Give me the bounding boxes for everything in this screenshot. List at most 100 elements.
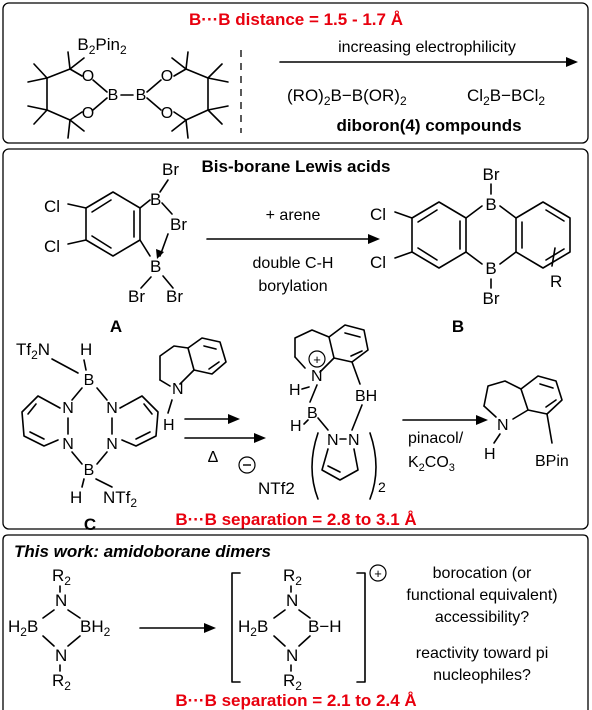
atom-o: O [82, 105, 94, 122]
atom-n: N [497, 417, 509, 434]
substituent-r2: R2 [52, 671, 71, 693]
reagent-k2co3: K2CO3 [408, 454, 455, 474]
heat-symbol: Δ [208, 449, 219, 466]
atom-b: B [150, 190, 161, 209]
atom-h: H [80, 340, 92, 359]
substituent-bpin: BPin [535, 453, 569, 470]
plus-charge: + [313, 352, 321, 367]
atom-cl: Cl [370, 253, 386, 272]
counterion-ntf2: NTf2 [258, 479, 295, 498]
atom-b: B [84, 372, 95, 389]
substituent-r2: R2 [283, 671, 302, 693]
atom-b: B [84, 462, 95, 479]
reaction-arrow-cation [139, 623, 216, 633]
substituent-r2: R2 [283, 566, 302, 588]
atom-h: H [290, 418, 302, 435]
atom-b: B [150, 257, 161, 276]
atom-br: Br [170, 215, 187, 234]
b2pin2-structure: O O B B O O [27, 51, 229, 139]
product-structure: N H BPin [483, 375, 569, 470]
question-borocation-3: accessibility? [435, 609, 529, 626]
question-pi-1: reactivity toward pi [416, 645, 549, 662]
atom-n: N [55, 591, 67, 610]
atom-h2b: H2B [238, 617, 268, 639]
atom-b-h: B−H [308, 617, 342, 636]
reaction-arrow-pinacol [402, 415, 488, 425]
atom-cl: Cl [370, 205, 386, 224]
atom-n: N [286, 646, 298, 665]
atom-n: N [172, 381, 184, 398]
indoline-structure: N H [159, 337, 227, 434]
atom-n: N [106, 436, 118, 453]
panel-amidoborane [2, 534, 589, 710]
atom-n: N [286, 591, 298, 610]
atom-b: B [108, 87, 119, 104]
atom-bh: BH [355, 388, 377, 405]
atom-br: Br [483, 165, 500, 184]
panel2-footer: B···B separation = 2.8 to 3.1 Å [175, 510, 416, 529]
panel2-title: Bis-borane Lewis acids [202, 157, 391, 176]
atom-br: Br [483, 289, 500, 308]
b2pin2-label: B2Pin2 [77, 35, 127, 57]
amidoborane-cation: R2 N H2B B−H N R2 [231, 566, 366, 693]
atom-h: H [484, 446, 496, 463]
atom-b: B [136, 87, 147, 104]
atom-cl: Cl [44, 237, 60, 256]
atom-cl: Cl [44, 197, 60, 216]
atom-br: Br [128, 287, 145, 306]
electrophilicity-label: increasing electrophilicity [338, 39, 516, 56]
diboron-caption: diboron(4) compounds [336, 116, 521, 135]
atom-n: N [62, 436, 74, 453]
intermediate-structure: N + BH H B H N N [289, 324, 377, 500]
plus-sign: + [374, 566, 382, 581]
reagent-pinacol: pinacol/ [408, 430, 464, 447]
substituent-ntf2: Tf2N [16, 340, 50, 362]
label-b: B [452, 317, 464, 336]
substituent-r: R [550, 272, 562, 291]
atom-n-plus: N [311, 368, 323, 385]
reaction-arrow-borylation [206, 234, 380, 244]
atom-n: N [62, 400, 74, 417]
atom-b: B [485, 259, 496, 278]
compound-boronate-ester: (RO)2B−B(OR)2 [287, 86, 407, 108]
condition-borylation: borylation [258, 278, 327, 295]
reagent-arene: + arene [266, 207, 321, 224]
compound-c-structure: Tf2N H B N N N N B H NTf2 [16, 340, 159, 510]
label-a: A [110, 317, 122, 336]
compound-dichloroborane: Cl2B−BCl2 [467, 86, 545, 108]
amidoborane-dimer: R2 N H2B BH2 N R2 [8, 566, 111, 693]
condition-double-ch: double C-H [253, 255, 334, 272]
compound-b-structure: Cl Cl B B Br Br R [370, 165, 571, 308]
reaction-arrow-indoline [184, 414, 266, 443]
atom-br: Br [166, 287, 183, 306]
panel-bis-borane [2, 148, 589, 530]
atom-o: O [82, 68, 94, 85]
atom-h2b: H2B [8, 617, 38, 639]
question-pi-2: nucleophiles? [433, 667, 531, 684]
question-borocation-2: functional equivalent) [406, 587, 557, 604]
atom-n: N [348, 432, 360, 449]
panel3-footer: B···B separation = 2.1 to 2.4 Å [175, 691, 416, 710]
atom-h: H [70, 488, 82, 507]
panel1-header: B···B distance = 1.5 - 1.7 Å [189, 10, 403, 29]
atom-n: N [106, 400, 118, 417]
atom-o: O [161, 105, 173, 122]
atom-bh2: BH2 [80, 617, 111, 639]
substituent-r2: R2 [52, 566, 71, 588]
substituent-ntf2: NTf2 [103, 488, 137, 510]
question-borocation-1: borocation (or [433, 565, 532, 582]
atom-o: O [161, 68, 173, 85]
atom-b: B [307, 405, 318, 422]
atom-h: H [289, 382, 301, 399]
panel3-title: This work: amidoborane dimers [14, 542, 271, 561]
subscript-two: 2 [378, 479, 386, 495]
plus-charge [369, 564, 387, 582]
atom-b: B [485, 195, 496, 214]
electrophilicity-arrow [279, 57, 578, 67]
atom-n: N [327, 432, 339, 449]
minus-charge [238, 456, 256, 474]
label-c: C [84, 515, 96, 534]
atom-n: N [55, 646, 67, 665]
atom-br: Br [162, 160, 179, 179]
atom-h: H [163, 417, 175, 434]
